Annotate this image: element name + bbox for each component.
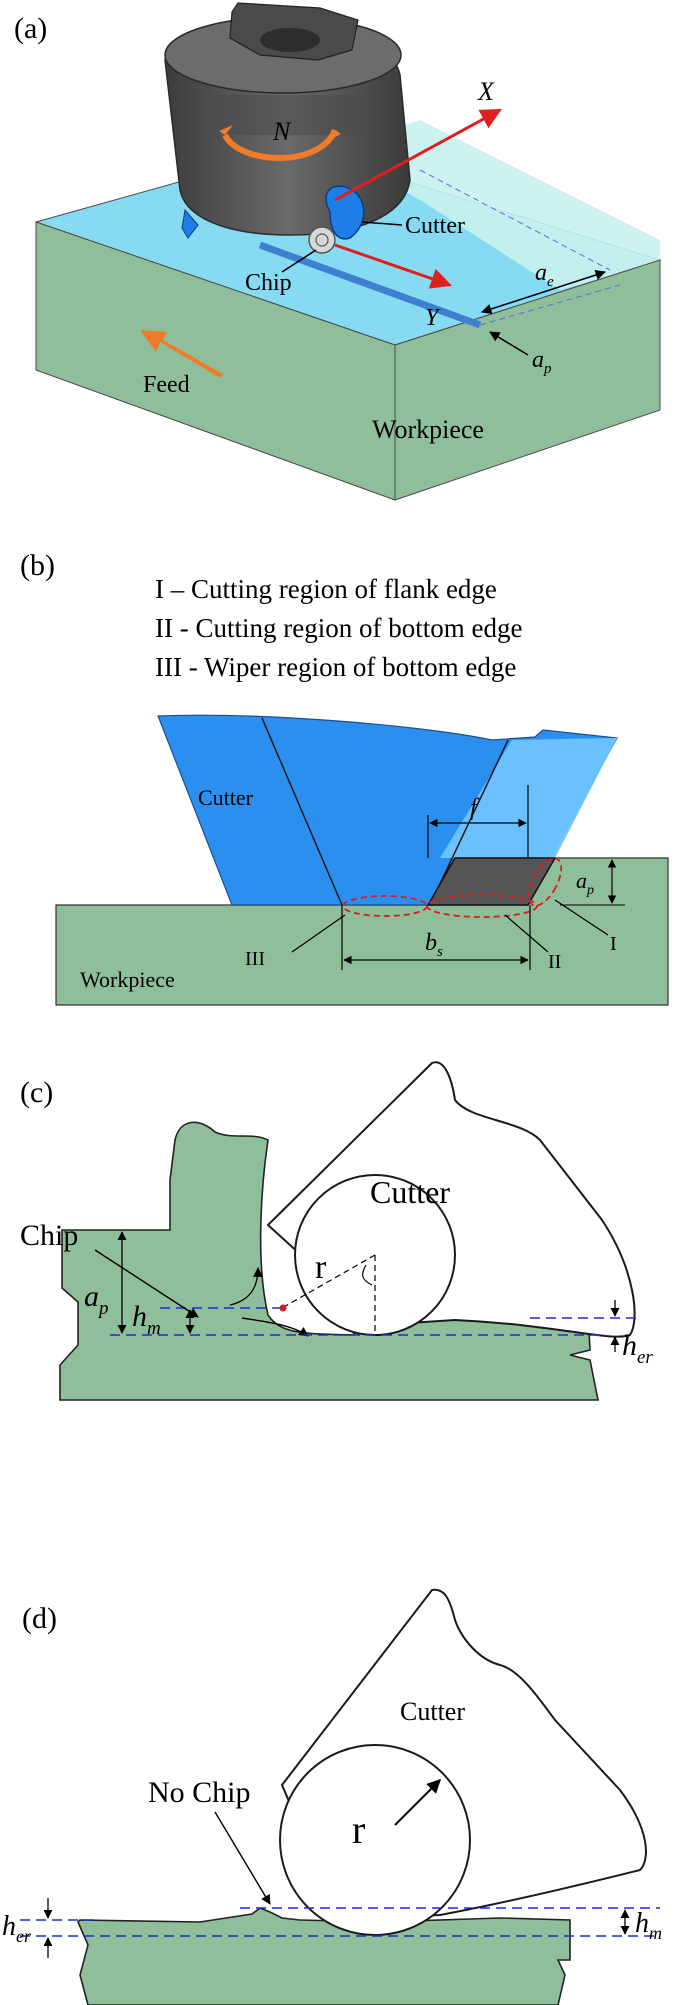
ae-dashed-edge <box>419 169 611 271</box>
region-II-leader <box>504 914 549 953</box>
x-axis-label: X <box>477 77 495 106</box>
region-I-leader <box>554 899 609 936</box>
no-chip-leader <box>214 1811 271 1905</box>
region-II-ellipse <box>426 894 538 918</box>
ap-label-a: ap <box>532 347 552 377</box>
chip-flow-arrow <box>229 1267 263 1306</box>
workpiece-label-a: Workpiece <box>372 415 484 444</box>
panel-a-label: (a) <box>14 12 47 45</box>
separation-point-c <box>279 1304 287 1312</box>
ae-dimension <box>481 269 606 315</box>
cutter-b-edge-left <box>261 717 343 906</box>
ap-pointer-a <box>489 331 529 356</box>
rotation-arrow-head-right <box>329 130 341 140</box>
workpiece-pale-zone <box>330 120 660 290</box>
panel-d: (d) Cutter r No Chip her hm <box>2 1588 662 2005</box>
region-I-ellipse <box>527 857 563 907</box>
workpiece-label-b: Workpiece <box>80 967 175 992</box>
ap-label-c: ap <box>84 1280 109 1319</box>
r-label-c: r <box>315 1249 327 1286</box>
panel-c: (c) Cutter r Chip ap hm her <box>20 1061 653 1401</box>
cutter-label-d: Cutter <box>400 1697 465 1726</box>
panel-d-label: (d) <box>22 1602 57 1635</box>
x-axis-arrow <box>334 108 502 202</box>
r-label-d: r <box>352 1807 365 1852</box>
bs-label: bs <box>425 930 443 960</box>
her-label-c: her <box>622 1329 653 1368</box>
hm-label-d: hm <box>635 1908 662 1943</box>
ap-label-b: ap <box>576 868 594 898</box>
radius-dashed-c <box>281 1254 376 1309</box>
y-axis-arrow <box>334 243 452 289</box>
cutting-edge-radius-d <box>279 1744 471 1936</box>
region-I-label: I <box>610 933 617 955</box>
panel-b: (b) I – Cutting region of flank edge II … <box>20 549 669 1006</box>
panel-a: (a) N X Y Cutter <box>14 2 662 501</box>
rotation-label: N <box>272 117 292 146</box>
rotation-arrow-head-left <box>219 125 233 135</box>
chip-label-a: Chip <box>245 270 292 296</box>
chip-section-b <box>426 857 557 906</box>
cutter-label-b: Cutter <box>198 785 254 810</box>
feed-arrow <box>140 330 223 378</box>
radius-arrow-d <box>394 1779 441 1826</box>
y-axis-label: Y <box>425 305 441 331</box>
her-label-d: her <box>2 1911 32 1946</box>
chip-leader-a <box>281 249 317 273</box>
f-label: f <box>470 795 480 821</box>
ae-label: ae <box>535 260 554 290</box>
face-mill-body <box>164 2 411 236</box>
chip-label-c: Chip <box>20 1219 78 1252</box>
panel-b-label: (b) <box>20 549 55 582</box>
cutter-label-a: Cutter <box>405 213 465 239</box>
region-III-leader <box>291 914 346 953</box>
legend-item-I: I – Cutting region of flank edge <box>155 574 497 604</box>
region-II-label: II <box>548 951 561 973</box>
cutter-leader-a <box>361 221 403 226</box>
panel-c-label: (c) <box>20 1076 53 1109</box>
material-flow-arrow <box>241 1317 309 1337</box>
rotation-arrow <box>222 128 338 161</box>
feed-label: Feed <box>143 372 190 398</box>
no-chip-label: No Chip <box>148 1776 251 1809</box>
legend-item-II: II - Cutting region of bottom edge <box>155 613 522 643</box>
chip-leader-c <box>94 1249 199 1318</box>
insert-blue-left <box>181 208 199 239</box>
workpiece-d <box>77 1907 571 2005</box>
angle-arc-c <box>362 1264 373 1286</box>
legend-item-III: III - Wiper region of bottom edge <box>155 652 516 682</box>
cutter-label-c: Cutter <box>370 1174 450 1210</box>
chip-coil <box>308 226 336 254</box>
region-III-label: III <box>245 948 265 970</box>
hm-label-c: hm <box>132 1300 161 1339</box>
machined-path <box>258 241 482 329</box>
